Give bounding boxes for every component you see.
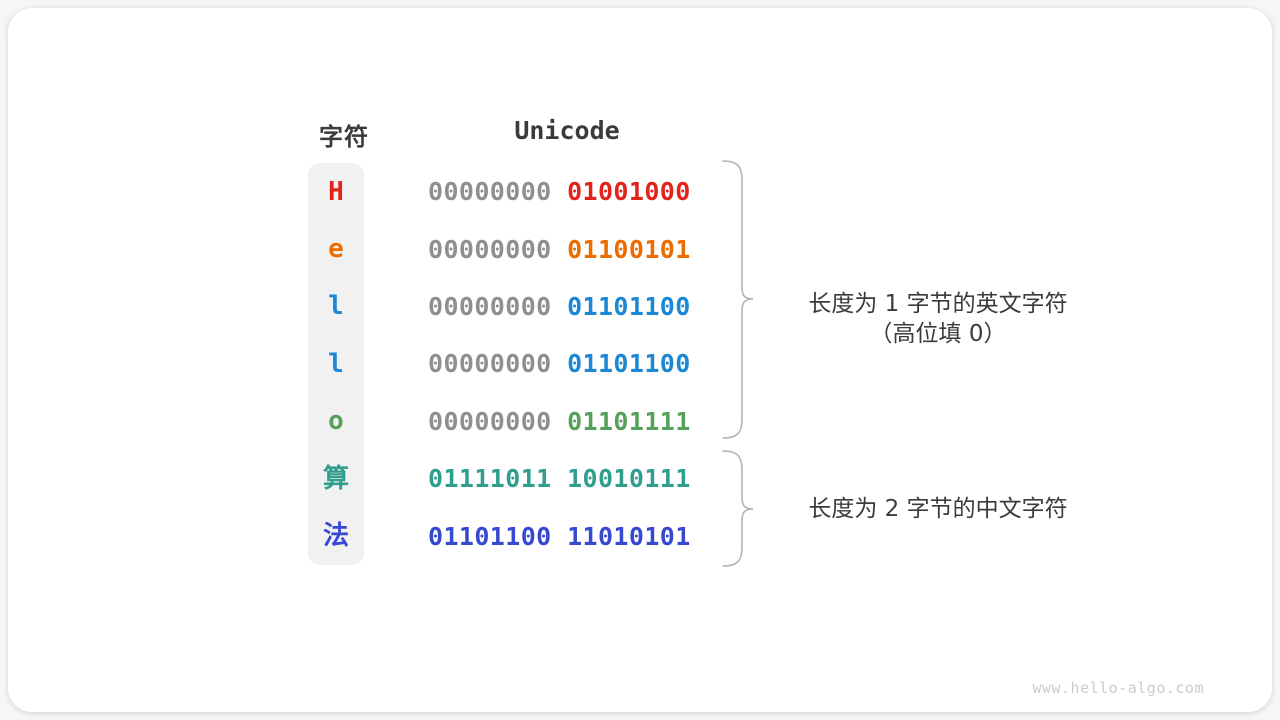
unicode-binary: 00000000 01101100 xyxy=(428,349,691,378)
card: 字符 Unicode H 00000000 01001000 e 00000000 0… xyxy=(8,8,1272,712)
character-cell: e xyxy=(328,234,344,265)
watermark: www.hello-algo.com xyxy=(1032,679,1204,697)
byte-low: 10010111 xyxy=(567,464,691,494)
unicode-binary: 01101100 11010101 xyxy=(428,522,691,551)
byte-high: 00000000 xyxy=(428,291,552,321)
annotation-chinese-line1: 长度为 2 字节的中文字符 xyxy=(808,496,1068,522)
brace-icon-english xyxy=(722,160,754,439)
unicode-column-header: Unicode xyxy=(514,116,620,145)
byte-high: 01111011 xyxy=(428,464,552,494)
annotation-english-line1: 长度为 1 字节的英文字符 xyxy=(808,291,1068,317)
byte-high: 00000000 xyxy=(428,234,552,264)
byte-low: 01100101 xyxy=(567,234,691,264)
byte-low: 01001000 xyxy=(567,177,691,207)
annotation-english: 长度为 1 字节的英文字符 （高位填 0） xyxy=(770,289,1106,349)
table-row: l 00000000 01101100 xyxy=(308,278,1008,335)
byte-low: 01101100 xyxy=(567,349,691,379)
table-row: o 00000000 01101111 xyxy=(308,393,1008,450)
table-row: e 00000000 01100101 xyxy=(308,220,1008,277)
annotation-english-line2: （高位填 0） xyxy=(869,321,1007,347)
character-cell: l xyxy=(328,348,344,379)
byte-low: 11010101 xyxy=(567,521,691,551)
table-row: 法 01101100 11010101 xyxy=(308,507,1008,564)
unicode-binary: 00000000 01101100 xyxy=(428,292,691,321)
byte-high: 00000000 xyxy=(428,406,552,436)
byte-high: 01101100 xyxy=(428,521,552,551)
unicode-binary: 01111011 10010111 xyxy=(428,464,691,493)
byte-low: 01101111 xyxy=(567,406,691,436)
character-cell: l xyxy=(328,291,344,322)
byte-high: 00000000 xyxy=(428,177,552,207)
character-cell: 算 xyxy=(322,463,349,494)
character-cell: H xyxy=(328,176,344,207)
table-row: H 00000000 01001000 xyxy=(308,163,1008,220)
unicode-binary: 00000000 01101111 xyxy=(428,407,691,436)
unicode-binary: 00000000 01001000 xyxy=(428,177,691,206)
table-row: l 00000000 01101100 xyxy=(308,335,1008,392)
brace-icon-chinese xyxy=(722,450,754,567)
byte-low: 01101100 xyxy=(567,291,691,321)
character-cell: 法 xyxy=(322,521,349,552)
table-row: 算 01111011 10010111 xyxy=(308,450,1008,507)
annotation-chinese: 长度为 2 字节的中文字符 xyxy=(770,494,1106,524)
byte-high: 00000000 xyxy=(428,349,552,379)
character-cell: o xyxy=(328,406,344,437)
char-column-background xyxy=(308,163,364,565)
char-column-header: 字符 xyxy=(319,123,369,151)
unicode-binary: 00000000 01100101 xyxy=(428,235,691,264)
unicode-table: H 00000000 01001000 e 00000000 01100101 l 000… xyxy=(308,163,1008,565)
